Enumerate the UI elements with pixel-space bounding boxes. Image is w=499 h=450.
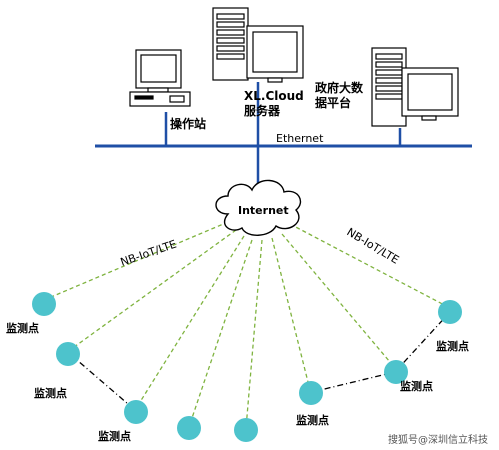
node-label-2: 监测点 [34,386,67,400]
node-label-1: 监测点 [6,321,39,335]
node-label-7: 监测点 [400,379,433,393]
node-2 [56,342,80,366]
watermark: 搜狐号@深圳信立科技 [388,433,488,446]
node-label-6: 监测点 [296,413,329,427]
gov-platform-label-1: 政府大数 [315,80,364,95]
gov-platform-icon [371,47,459,127]
cloud-server-icon [212,7,304,83]
monitoring-nodes [32,292,462,442]
node-label-3: 监测点 [98,429,131,443]
node-label-8: 监测点 [436,339,469,353]
internet-label: Internet [238,204,289,217]
node-3 [124,400,148,424]
internet-cloud [215,179,302,236]
cloud-server-label-1: XL.Cloud [244,89,304,103]
node-1 [32,292,56,316]
wireless-links [43,221,451,429]
gov-platform-label-2: 据平台 [315,95,351,110]
node-5 [234,418,258,442]
node-6 [299,381,323,405]
cloud-server-label-2: 服务器 [244,103,281,118]
operator-label: 操作站 [170,116,206,131]
node-8 [438,300,462,324]
node-7 [384,360,408,384]
chain-links [69,311,451,411]
link-label-right: NB-IoT/LTE [344,225,401,266]
ethernet-label: Ethernet [276,132,324,145]
node-4 [177,416,201,440]
operator-workstation-icon [129,49,191,107]
link-label-left: NB-IoT/LTE [119,238,179,269]
